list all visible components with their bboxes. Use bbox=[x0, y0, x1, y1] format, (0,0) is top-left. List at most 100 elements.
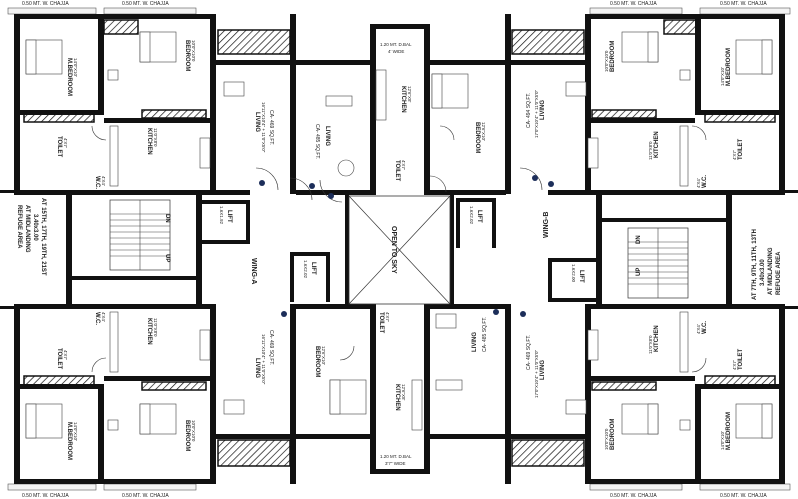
room-dim: 14'0"X10' bbox=[73, 422, 78, 441]
room-dim: 4'X7' bbox=[732, 360, 737, 370]
chhajja-label: 0.50 MT. W. CHAJJA bbox=[720, 493, 767, 499]
stairs-up-label: UP bbox=[636, 268, 642, 276]
entry-markers bbox=[259, 175, 554, 317]
room-dim: 11'0"X8'0 bbox=[648, 141, 653, 160]
room-dim: 4'X7' bbox=[732, 150, 737, 160]
room-label: BEDROOM bbox=[610, 41, 616, 72]
room-label: BEDROOM bbox=[314, 346, 320, 377]
balcony-label: 1.20 MT. D.BAL bbox=[380, 42, 412, 47]
room-label: TOILET bbox=[394, 160, 400, 182]
room-dim: 12'6"X10' bbox=[321, 346, 326, 365]
room-label: W.C. bbox=[702, 175, 708, 188]
open-to-sky-label: OPEN TO SKY bbox=[390, 226, 397, 274]
room-dim: 17'0"X10'4" + 11'0"X5'0" bbox=[534, 349, 539, 398]
chhajja-label: 0.50 MT. W. CHAJJA bbox=[22, 493, 69, 499]
room-dim: 4'X7' bbox=[63, 138, 68, 148]
room-dim: 12'6"X8' bbox=[407, 86, 412, 102]
lift-label: LIFT bbox=[226, 210, 232, 223]
room-label: KITCHEN bbox=[146, 128, 152, 155]
chhajja-label: 0.50 MT. W. CHAJJA bbox=[122, 493, 169, 499]
chhajja-label: 0.50 MT. W. CHAJJA bbox=[122, 1, 169, 7]
room-dim: 10'0"X10'0 bbox=[191, 40, 196, 62]
room-dim: 12'6"X10' bbox=[481, 122, 486, 141]
room-dim: 11'0"X8'0 bbox=[648, 335, 653, 354]
room-dim: 4'X7' bbox=[385, 312, 390, 322]
room-dim: 11'0"X8'0 bbox=[153, 318, 158, 337]
room-dim: 16'11"X10'4" + 11'0"X5'0" bbox=[261, 334, 266, 385]
room-dim: 4'X4' bbox=[696, 178, 701, 188]
lift-dim: 1.6X2.00 bbox=[571, 264, 576, 283]
refuge-right: REFUGE AREA AT MIDLANDING 3.40x3.00 AT 7… bbox=[752, 229, 782, 300]
room-label: TOILET bbox=[378, 312, 384, 334]
chhajja-label: 0.50 MT. W. CHAJJA bbox=[610, 493, 657, 499]
refuge-left: REFUGE AREA AT MIDLANDING 3.40x3.00 AT 1… bbox=[16, 198, 46, 276]
lift-dim: 1.6X2.02 bbox=[303, 260, 308, 279]
doors bbox=[91, 125, 707, 373]
room-label: TOILET bbox=[56, 348, 62, 370]
svg-text:3.40x3.00: 3.40x3.00 bbox=[32, 214, 38, 241]
svg-text:AT 7TH, 9TH, 11TH, 13TH: AT 7TH, 9TH, 11TH, 13TH bbox=[752, 229, 758, 300]
open-to-sky bbox=[348, 195, 451, 305]
wing-a-label: WING-A bbox=[250, 258, 257, 284]
balcony-label: 1.20 MT. D.BAL bbox=[380, 454, 412, 459]
room-dim: 14'0"X10' bbox=[73, 58, 78, 77]
room-dim: 10'0"X10'0 bbox=[604, 428, 609, 450]
room-label: W.C. bbox=[94, 176, 100, 189]
room-dim: 4'X4' bbox=[696, 324, 701, 334]
room-label: LIVING bbox=[472, 332, 478, 352]
room-label: LIVING bbox=[254, 112, 260, 132]
room-label: LIVING bbox=[540, 100, 546, 120]
room-label: KITCHEN bbox=[400, 86, 406, 113]
room-label: TOILET bbox=[738, 348, 744, 370]
room-label: BEDROOM bbox=[184, 40, 190, 71]
room-label: TOILET bbox=[56, 136, 62, 158]
room-label: LIVING bbox=[324, 126, 330, 146]
svg-text:REFUGE AREA: REFUGE AREA bbox=[16, 205, 22, 249]
lift-label: LIFT bbox=[310, 262, 316, 275]
room-label: M.BEDROOM bbox=[66, 422, 72, 460]
staircase-left bbox=[109, 199, 171, 271]
room-dim: 17'0"X10'4" + 11'0"X5'0" bbox=[534, 89, 539, 138]
stairs-down-label: DN bbox=[636, 235, 642, 244]
carpet-area: CA- 485 SQ.FT. bbox=[482, 317, 488, 352]
room-dim: 16'11"X10'4" + 11'0"X5'0" bbox=[261, 102, 266, 153]
lift-label: LIFT bbox=[476, 210, 482, 223]
carpet-area: CA- 494 SQ.FT. bbox=[526, 93, 532, 128]
room-dim: 14'0"X10' bbox=[720, 67, 725, 86]
svg-text:AT MIDLANDING: AT MIDLANDING bbox=[768, 247, 774, 295]
carpet-area: CA- 469 SQ.FT. bbox=[268, 110, 274, 145]
balcony-width: 4' WIDE bbox=[388, 49, 404, 54]
room-label: M.BEDROOM bbox=[66, 58, 72, 96]
lift-dim: 1.6X1.92 bbox=[219, 206, 224, 225]
room-label: W.C. bbox=[94, 312, 100, 325]
room-dim: 14'0"X10' bbox=[720, 431, 725, 450]
room-dim: 10'0"X10'0 bbox=[604, 50, 609, 72]
room-dim: 4'X4' bbox=[101, 312, 106, 322]
svg-text:REFUGE AREA: REFUGE AREA bbox=[776, 251, 782, 295]
room-dim: 4'X7' bbox=[401, 160, 406, 170]
stairs-down-label: DN bbox=[164, 214, 170, 223]
svg-text:AT 15TH, 17TH, 19TH, 21ST: AT 15TH, 17TH, 19TH, 21ST bbox=[40, 198, 46, 276]
room-label: M.BEDROOM bbox=[726, 48, 732, 86]
room-label: BEDROOM bbox=[474, 122, 480, 153]
room-label: KITCHEN bbox=[394, 384, 400, 411]
carpet-area: CA- 469 SQ.FT. bbox=[268, 330, 274, 365]
chhajja-label: 0.50 MT. W. CHAJJA bbox=[720, 1, 767, 7]
wing-b-label: WING-B bbox=[543, 212, 550, 238]
room-label: LIVING bbox=[540, 360, 546, 380]
room-label: LIVING bbox=[254, 358, 260, 378]
staircase-right bbox=[627, 227, 689, 299]
lift-label: LIFT bbox=[578, 270, 584, 283]
room-dim: 10'0"X10'0 bbox=[191, 420, 196, 442]
room-label: M.BEDROOM bbox=[726, 412, 732, 450]
svg-text:3.40x3.00: 3.40x3.00 bbox=[760, 259, 766, 286]
room-label: KITCHEN bbox=[146, 318, 152, 345]
room-label: KITCHEN bbox=[654, 325, 660, 352]
lift-dim: 1.6X2.02 bbox=[469, 206, 474, 225]
room-label: TOILET bbox=[738, 138, 744, 160]
room-label: KITCHEN bbox=[654, 131, 660, 158]
room-dim: 11'0"X8'0 bbox=[153, 128, 158, 147]
room-dim: 4'X7' bbox=[63, 350, 68, 360]
furniture bbox=[25, 31, 773, 439]
